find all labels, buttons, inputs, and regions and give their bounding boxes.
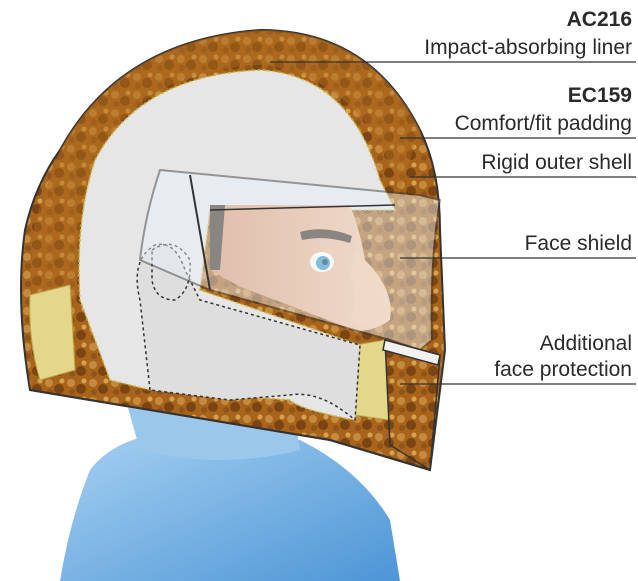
padding-label: Comfort/fit padding	[455, 112, 632, 136]
shell-label: Rigid outer shell	[481, 151, 632, 175]
ec159-code: EC159	[568, 84, 632, 108]
shield-label: Face shield	[525, 232, 632, 256]
additional-label-2: face protection	[494, 358, 632, 382]
additional-label-1: Additional	[540, 332, 632, 356]
ac216-code: AC216	[567, 8, 632, 32]
padding-back	[30, 285, 75, 380]
liner-label: Impact-absorbing liner	[424, 36, 632, 60]
